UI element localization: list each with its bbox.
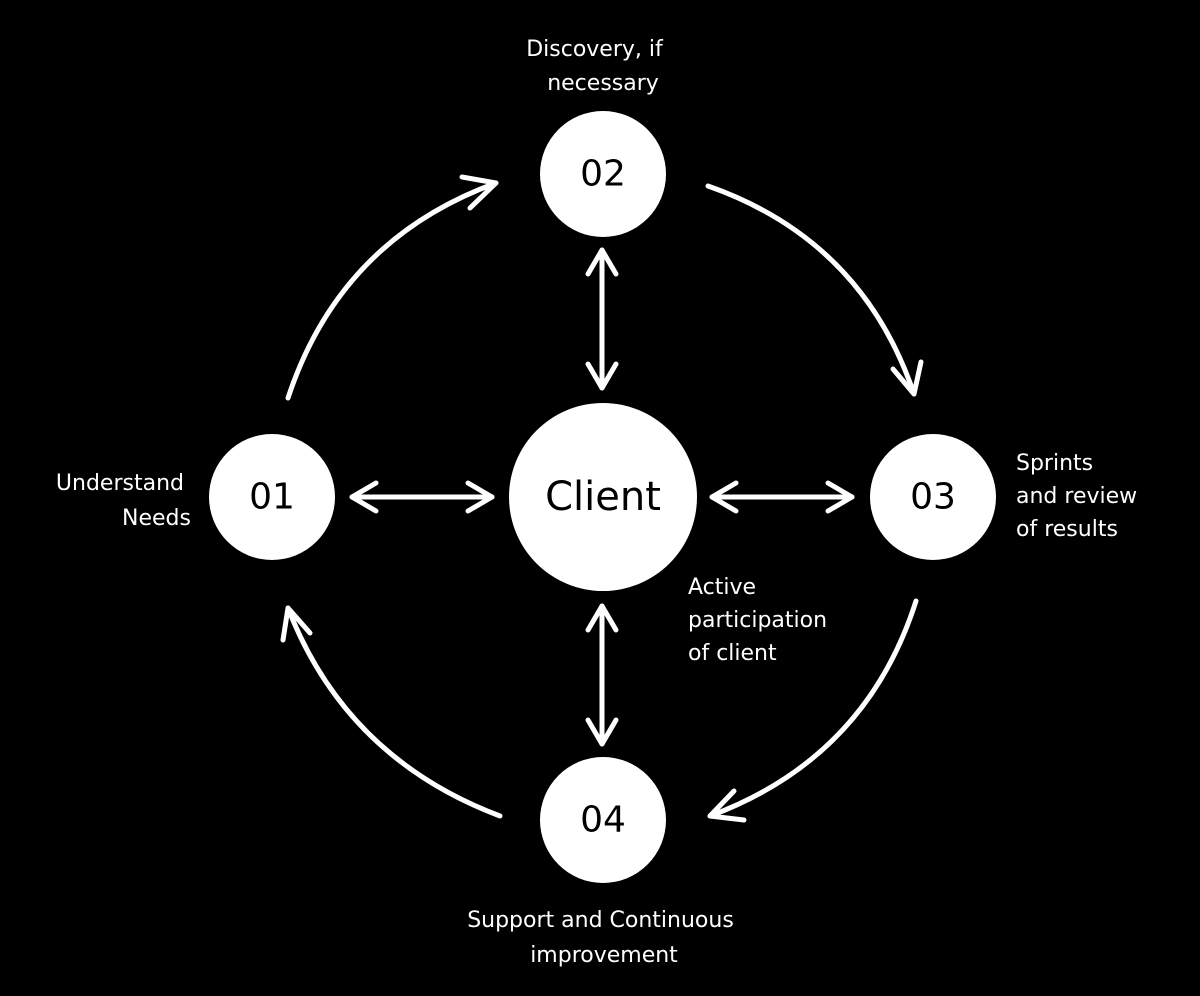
node-step-02-label: 02 — [580, 154, 626, 195]
node-step-04-label: 04 — [580, 800, 626, 841]
label-step-02-line: Discovery, if — [526, 37, 664, 62]
cycle-arrow-03-to-04 — [707, 598, 919, 823]
node-client: Client — [509, 403, 697, 591]
label-step-03-line: of results — [1016, 517, 1118, 542]
node-step-03: 03 — [870, 434, 996, 560]
cycle-arrow-04-to-01 — [280, 605, 503, 819]
node-step-03-label: 03 — [910, 477, 956, 518]
connector-client-03 — [709, 480, 855, 514]
cycle-arrow-02-to-03 — [705, 183, 924, 397]
label-step-01: Understand Needs — [56, 471, 191, 531]
cycle-arrow-01-to-02 — [285, 174, 499, 401]
node-step-01-label: 01 — [249, 477, 295, 518]
connector-client-02 — [585, 247, 619, 391]
label-client-participation: Active participation of client — [688, 575, 834, 666]
label-client-participation-line: participation — [688, 608, 827, 633]
label-step-03-line: Sprints — [1016, 451, 1093, 476]
label-client-participation-line: of client — [688, 641, 777, 666]
label-step-03: Sprints and review of results — [1016, 451, 1144, 542]
node-step-02: 02 — [540, 111, 666, 237]
node-client-label: Client — [545, 474, 661, 520]
connector-client-01 — [349, 480, 495, 514]
connector-client-04 — [585, 603, 619, 747]
node-step-04: 04 — [540, 757, 666, 883]
label-step-04-line: improvement — [530, 943, 678, 968]
label-step-02-line: necessary — [547, 71, 659, 96]
label-step-04: Support and Continuous improvement — [467, 908, 741, 968]
label-step-03-line: and review — [1016, 484, 1137, 509]
label-client-participation-line: Active — [688, 575, 756, 600]
label-step-01-line: Understand — [56, 471, 184, 496]
label-step-01-line: Needs — [122, 506, 191, 531]
node-step-01: 01 — [209, 434, 335, 560]
label-step-04-line: Support and Continuous — [467, 908, 734, 933]
label-step-02: Discovery, if necessary — [526, 37, 670, 96]
